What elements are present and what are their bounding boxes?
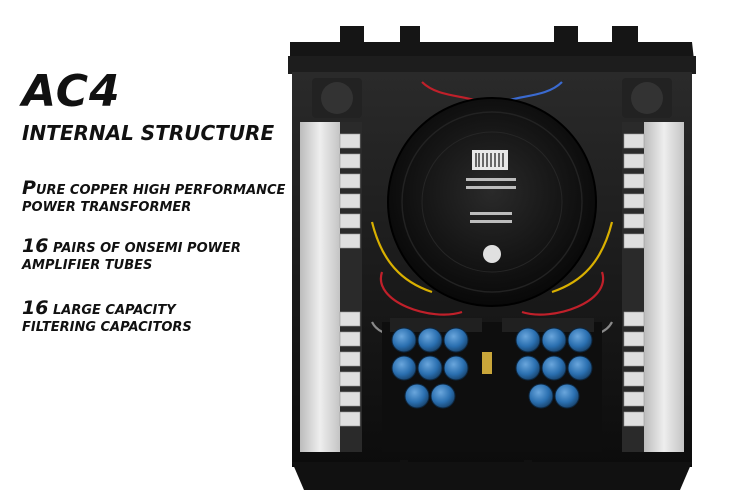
feature-lead: 16 xyxy=(22,235,49,257)
feature-capacitors: 16 LARGE CAPACITY FILTERING CAPACITORS xyxy=(22,297,192,336)
model-title: AC4 xyxy=(22,66,121,117)
feature-line2: POWER TRANSFORMER xyxy=(22,200,192,215)
feature-line2: FILTERING CAPACITORS xyxy=(22,320,192,335)
left-heatsink xyxy=(300,122,362,452)
amplifier-internal-photo xyxy=(288,26,696,490)
feature-text-panel: AC4 INTERNAL STRUCTURE PURE COPPER HIGH … xyxy=(0,0,290,500)
feature-transformer: PURE COPPER HIGH PERFORMANCE POWER TRANS… xyxy=(22,177,286,216)
cooling-fans xyxy=(312,78,672,118)
feature-lead: P xyxy=(22,177,36,199)
right-heatsink xyxy=(622,122,684,452)
subtitle: INTERNAL STRUCTURE xyxy=(22,121,275,145)
feature-tubes: 16 PAIRS OF ONSEMI POWER AMPLIFIER TUBES xyxy=(22,235,241,274)
fuse xyxy=(482,352,492,374)
chassis-feet xyxy=(400,460,532,484)
feature-lead: 16 xyxy=(22,297,49,319)
filter-capacitors xyxy=(391,327,593,409)
feature-line1: LARGE CAPACITY xyxy=(48,303,176,318)
feature-line2: AMPLIFIER TUBES xyxy=(22,258,153,273)
feature-line1: PAIRS OF ONSEMI POWER xyxy=(48,241,241,256)
feature-line1: URE COPPER HIGH PERFORMANCE xyxy=(35,183,286,198)
toroidal-transformer xyxy=(387,97,597,307)
